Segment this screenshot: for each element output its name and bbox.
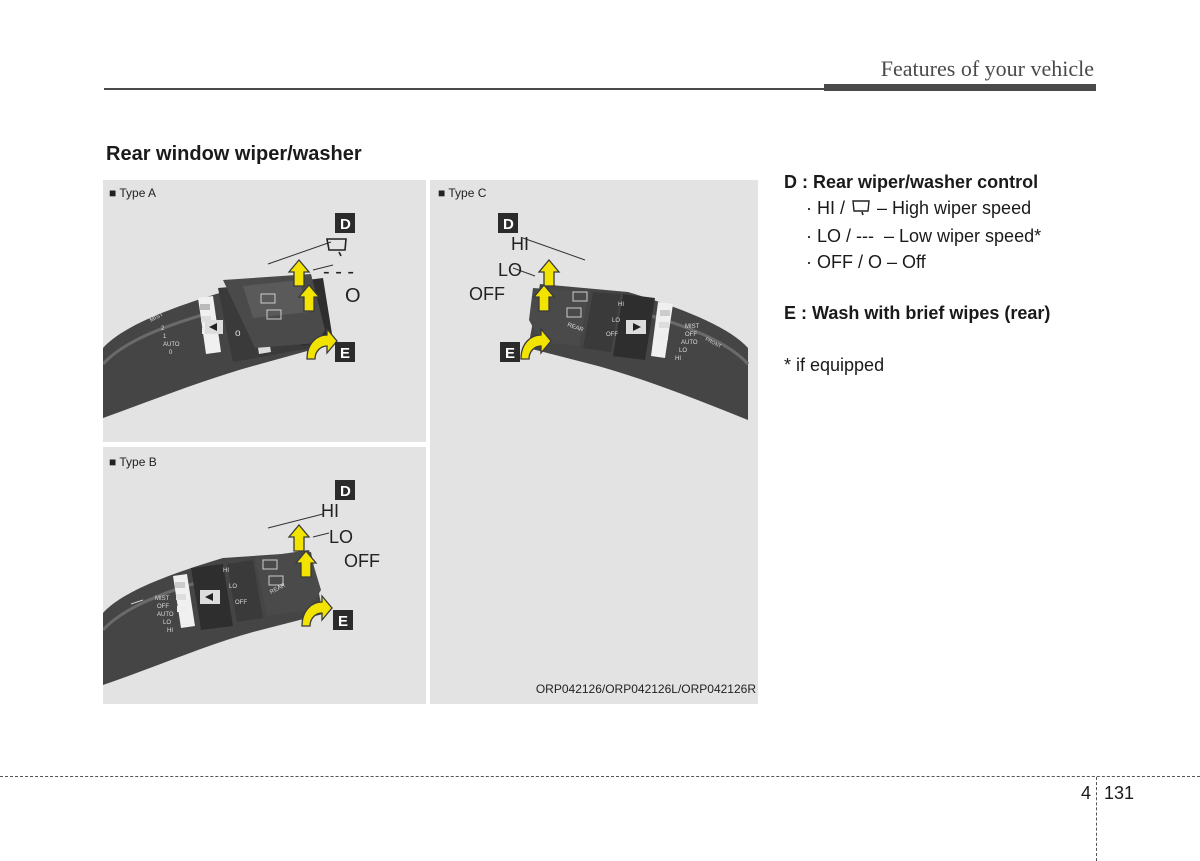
header-rule-bar <box>824 84 1096 91</box>
e-heading: E : Wash with brief wipes (rear) <box>784 303 1051 323</box>
stalk-b-mark: AUTO <box>157 612 174 618</box>
type-c-pos-off: OFF <box>469 284 505 304</box>
stalk-c-inner: LO <box>612 318 620 324</box>
footer-rule <box>0 776 1200 777</box>
instructions: D : Rear wiper/washer control · HI / – Hi… <box>784 170 1104 378</box>
stalk-a-mark: 2 <box>161 326 165 332</box>
badge-d <box>335 480 355 500</box>
type-a-pos-dash: - - - <box>323 261 354 283</box>
stalk-a-mark: 0 <box>169 350 173 356</box>
wiper-figure: ■ Type A MIST 2 1 AUTO 0 o D - - - O E <box>103 180 758 704</box>
badge-e <box>333 610 353 630</box>
badge-e-label: E <box>338 613 348 630</box>
stalk-type-a: MIST 2 1 AUTO 0 o <box>103 274 333 418</box>
stalk-c-inner: HI <box>618 302 624 308</box>
type-c-label: ■ Type C <box>438 186 487 200</box>
section-title: Rear window wiper/washer <box>106 143 362 165</box>
type-b-label: ■ Type B <box>109 455 157 469</box>
d-hi-line: · HI / – High wiper speed <box>784 196 1104 225</box>
badge-d <box>498 213 518 233</box>
badge-d <box>335 213 355 233</box>
d-hi-suffix: – High wiper speed <box>877 197 1032 218</box>
d-lo-line: · LO / --- – Low wiper speed* <box>806 226 1042 246</box>
d-heading: D : Rear wiper/washer control <box>784 172 1039 192</box>
type-b-pos-hi: HI <box>321 501 339 521</box>
type-b-pos-lo: LO <box>329 527 353 547</box>
stalk-b-inner: LO <box>229 584 237 590</box>
chapter-number: 4 <box>1081 783 1092 803</box>
stalk-c-mark: HI <box>675 356 681 362</box>
stalk-c-mark: MIST <box>685 324 700 330</box>
stalk-b-inner: HI <box>223 568 229 574</box>
type-a-label: ■ Type A <box>109 186 156 200</box>
d-hi-prefix: · HI / <box>806 197 845 218</box>
header-rule <box>104 88 824 90</box>
badge-e-label: E <box>505 345 515 362</box>
badge-d-label: D <box>340 216 351 233</box>
stalk-c-mark: LO <box>679 348 687 354</box>
stalk-b-mark: OFF <box>157 604 169 610</box>
type-c-pos-lo: LO <box>498 260 522 280</box>
svg-text:o: o <box>235 328 241 339</box>
stalk-b-mark: MIST <box>155 596 170 602</box>
stalk-c-mark: OFF <box>685 332 697 338</box>
badge-e <box>500 342 520 362</box>
stalk-c-rear: REAR <box>566 322 584 334</box>
type-b-pos-off: OFF <box>344 551 380 571</box>
stalk-a-mark: AUTO <box>163 342 180 348</box>
badge-e-label: E <box>340 345 350 362</box>
badge-d-label: D <box>340 483 351 500</box>
stalk-b-inner: OFF <box>235 600 247 606</box>
rear-wiper-icon <box>851 199 871 225</box>
running-header: Features of your vehicle <box>880 56 1094 81</box>
stalk-b-mark: HI <box>167 628 173 634</box>
page-number: 131 <box>1104 783 1135 803</box>
d-off-line: · OFF / O – Off <box>806 251 926 272</box>
type-a-pos-off: O <box>345 285 361 307</box>
stalk-a-mark: 1 <box>163 334 167 340</box>
stalk-type-b: HI LO OFF REAR MIST OFF AUTO LO HI <box>103 550 323 685</box>
stalk-c-mark: AUTO <box>681 340 698 346</box>
badge-e <box>335 342 355 362</box>
type-c-pos-hi: HI <box>511 234 529 254</box>
figure-code: ORP042126/ORP042126L/ORP042126R <box>536 682 756 696</box>
rear-wiper-icon <box>326 238 347 257</box>
panel-type-c <box>430 180 758 704</box>
stalk-b-mark: LO <box>163 620 171 626</box>
footer-divider <box>1096 777 1097 861</box>
footnote: * if equipped <box>784 354 885 375</box>
badge-d-label: D <box>503 216 514 233</box>
stalk-c-inner: OFF <box>606 332 618 338</box>
